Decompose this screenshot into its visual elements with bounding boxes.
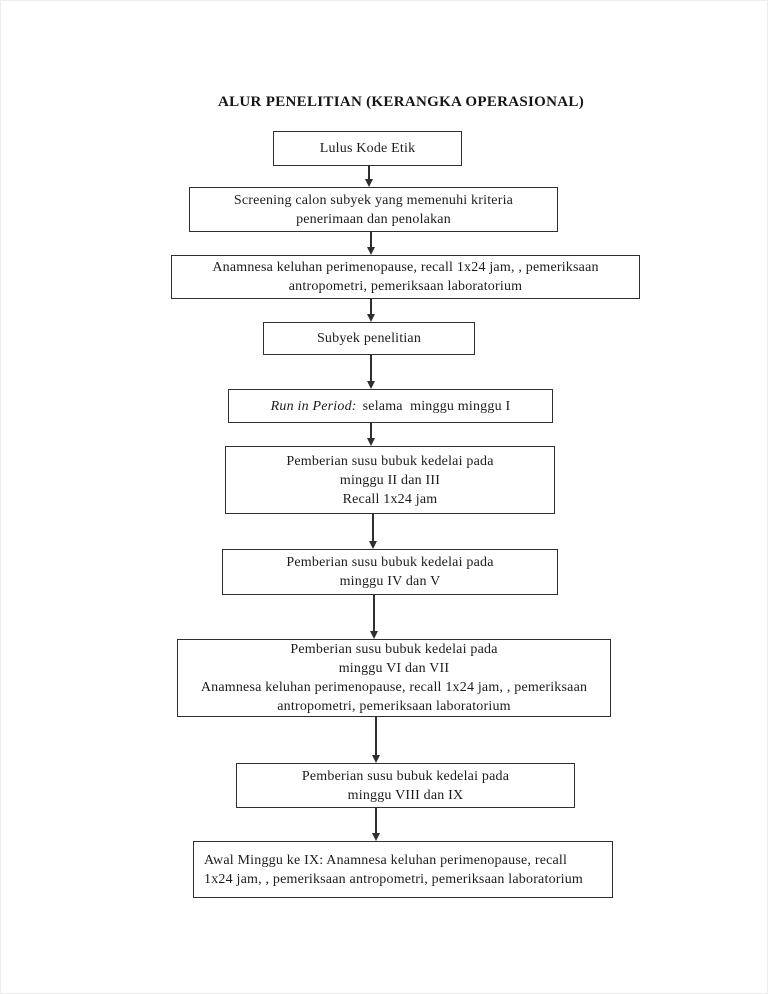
flow-arrow-n1-n2 — [364, 166, 374, 187]
arrow-shaft — [375, 717, 377, 757]
flow-node-screening: Screening calon subyek yang memenuhi kri… — [189, 187, 558, 232]
node-label: Pemberian susu bubuk kedelai pada minggu… — [286, 555, 494, 589]
flow-arrow-n8-n9 — [371, 717, 381, 763]
flow-arrow-n7-n8 — [369, 595, 379, 639]
flow-node-anamnesa-awal: Anamnesa keluhan perimenopause, recall 1… — [171, 255, 640, 299]
arrow-down-icon — [366, 381, 375, 389]
node-label: selama minggu minggu I — [362, 398, 511, 414]
flow-arrow-n3-n4 — [366, 299, 376, 322]
flow-node-minggu-4-5: Pemberian susu bubuk kedelai pada minggu… — [222, 549, 558, 595]
flow-node-minggu-8-9: Pemberian susu bubuk kedelai pada minggu… — [236, 763, 575, 808]
flow-arrow-n2-n3 — [366, 232, 376, 255]
node-label-italic: Run in Period: — [270, 398, 357, 414]
arrow-shaft — [375, 808, 377, 835]
flow-node-awal-minggu-9: Awal Minggu ke IX: Anamnesa keluhan peri… — [193, 841, 613, 898]
node-label: Pemberian susu bubuk kedelai pada minggu… — [200, 642, 588, 714]
arrow-down-icon — [366, 314, 375, 322]
flow-node-lulus-kode-etik: Lulus Kode Etik — [273, 131, 462, 166]
flow-arrow-n6-n7 — [368, 514, 378, 549]
arrow-down-icon — [364, 179, 373, 187]
page-title: ALUR PENELITIAN (KERANGKA OPERASIONAL) — [217, 94, 585, 110]
arrow-shaft — [370, 299, 372, 316]
arrow-shaft — [372, 514, 374, 543]
arrow-down-icon — [366, 438, 375, 446]
node-label: Awal Minggu ke IX: Anamnesa keluhan peri… — [204, 852, 584, 887]
node-label: Screening calon subyek yang memenuhi kri… — [233, 192, 514, 227]
flow-arrow-n5-n6 — [366, 423, 376, 446]
flow-arrow-n4-n5 — [366, 355, 376, 389]
node-label: Lulus Kode Etik — [319, 141, 416, 156]
flow-node-minggu-2-3: Pemberian susu bubuk kedelai pada minggu… — [225, 446, 555, 514]
arrow-shaft — [370, 232, 372, 249]
arrow-down-icon — [369, 631, 378, 639]
arrow-shaft — [370, 355, 372, 383]
arrow-down-icon — [371, 755, 380, 763]
arrow-shaft — [370, 423, 372, 440]
flow-node-subyek-penelitian: Subyek penelitian — [263, 322, 475, 355]
node-label: Subyek penelitian — [316, 331, 422, 346]
node-label: Anamnesa keluhan perimenopause, recall 1… — [212, 260, 599, 294]
arrow-down-icon — [368, 541, 377, 549]
arrow-shaft — [373, 595, 375, 633]
arrow-down-icon — [366, 247, 375, 255]
flow-node-run-in-period: Run in Period: selama minggu minggu I — [228, 389, 553, 423]
flow-arrow-n9-n10 — [371, 808, 381, 841]
node-label: Pemberian susu bubuk kedelai pada minggu… — [286, 453, 494, 507]
flow-node-minggu-6-7: Pemberian susu bubuk kedelai pada minggu… — [177, 639, 611, 717]
arrow-down-icon — [371, 833, 380, 841]
node-label: Pemberian susu bubuk kedelai pada minggu… — [301, 768, 510, 803]
arrow-shaft — [368, 166, 370, 181]
